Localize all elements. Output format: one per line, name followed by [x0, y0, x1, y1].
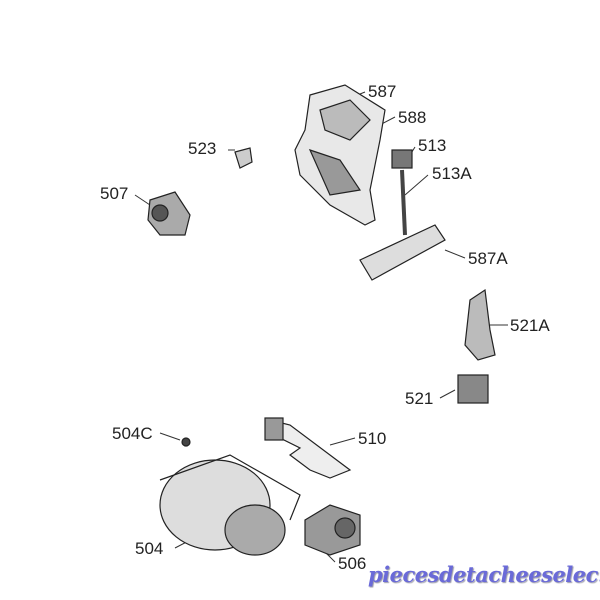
label-504C: 504C	[112, 424, 153, 443]
label-506: 506	[338, 554, 367, 573]
part-587A	[359, 224, 446, 281]
part-523	[234, 147, 253, 169]
part-521	[457, 374, 489, 404]
label-513: 513	[418, 136, 447, 155]
part-504C	[181, 437, 191, 447]
leader-510	[329, 437, 356, 446]
label-521: 521	[405, 389, 434, 408]
label-504: 504	[135, 539, 164, 558]
leader-521	[439, 389, 456, 399]
label-523: 523	[188, 139, 217, 158]
label-513A: 513A	[432, 164, 472, 183]
label-521A: 521A	[510, 316, 550, 335]
leader-507	[134, 194, 151, 206]
leader-504C	[159, 432, 181, 441]
part-521A	[464, 288, 496, 361]
leader-587A	[444, 249, 466, 259]
part-513	[391, 149, 413, 169]
label-587: 587	[368, 82, 397, 101]
part-510	[268, 419, 352, 479]
label-507: 507	[100, 184, 129, 203]
label-587A: 587A	[468, 249, 508, 268]
label-510: 510	[358, 429, 387, 448]
part-513A-rod	[400, 169, 407, 236]
watermark: piecesdetacheeselec.com	[368, 562, 600, 587]
part-507	[147, 191, 191, 236]
leader-513A	[404, 174, 429, 196]
label-588: 588	[398, 108, 427, 127]
